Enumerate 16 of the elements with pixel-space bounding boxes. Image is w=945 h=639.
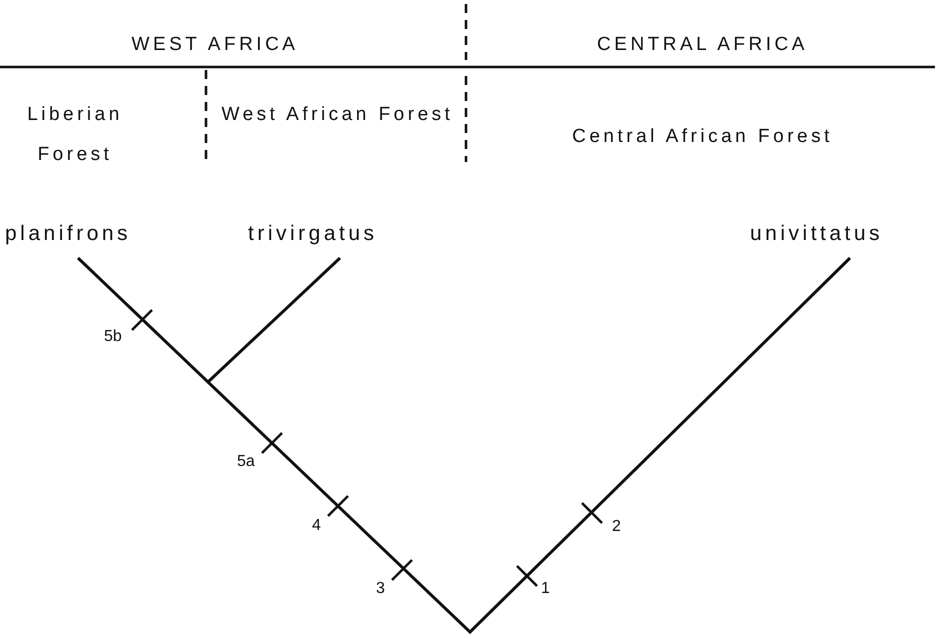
species-label: trivirgatus xyxy=(248,222,378,246)
callout-number: 2 xyxy=(612,518,621,536)
forest-label: Liberian Forest xyxy=(26,103,124,167)
region-heading: CENTRAL AFRICA xyxy=(596,33,809,57)
species-label: planifrons xyxy=(5,222,132,246)
callout-number: 5a xyxy=(237,453,255,471)
callout-number: 1 xyxy=(541,580,550,598)
callout-number: 5b xyxy=(104,328,122,346)
cladogram-branch xyxy=(206,256,342,384)
region-heading: WEST AFRICA xyxy=(130,33,300,57)
cladogram-branch xyxy=(76,256,852,634)
forest-label: Central African Forest xyxy=(571,125,834,149)
callout-number: 3 xyxy=(376,580,385,598)
callout-number: 4 xyxy=(312,517,321,535)
species-label: univittatus xyxy=(750,222,884,246)
forest-label: West African Forest xyxy=(222,103,454,127)
